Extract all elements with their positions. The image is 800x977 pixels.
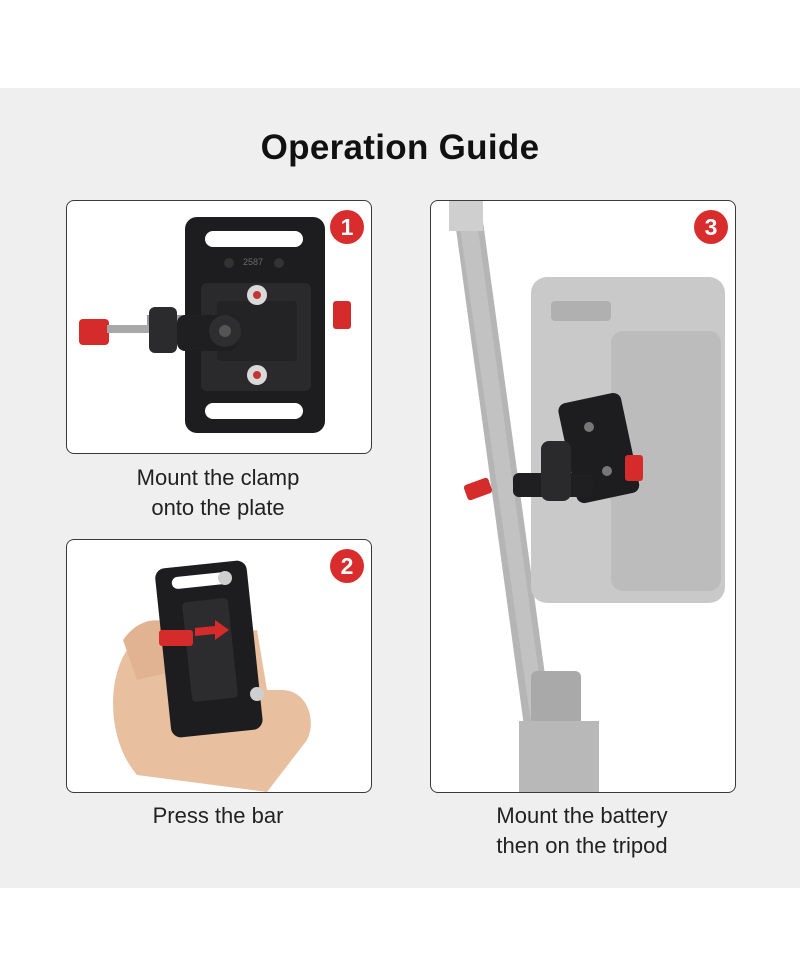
step-2-caption: Press the bar <box>66 801 370 831</box>
page-title: Operation Guide <box>260 128 540 167</box>
engraving-text: 2587 <box>243 257 263 267</box>
battery-tripod-image <box>449 201 725 792</box>
step-2-panel: 2 <box>66 539 372 793</box>
step-1-caption-line-1: Mount the clamp <box>136 465 300 490</box>
step-3-panel: 3 <box>430 200 736 793</box>
hand-press-bar-image <box>113 560 311 792</box>
step-2-badge: 2 <box>330 549 364 583</box>
clamp-plate-image: 2587 <box>79 217 351 433</box>
step-3-caption-line-2: then on the tripod <box>496 833 668 858</box>
step-3-badge: 3 <box>694 210 728 244</box>
step-2-caption-line-1: Press the bar <box>152 803 284 828</box>
step-1-caption-line-2: onto the plate <box>151 495 285 520</box>
step-3-caption-line-1: Mount the battery <box>496 803 668 828</box>
step-1-caption: Mount the clamp onto the plate <box>66 463 370 523</box>
step-1-badge: 1 <box>330 210 364 244</box>
step-3-caption: Mount the battery then on the tripod <box>430 801 734 861</box>
step-1-panel: 2587 1 <box>66 200 372 454</box>
